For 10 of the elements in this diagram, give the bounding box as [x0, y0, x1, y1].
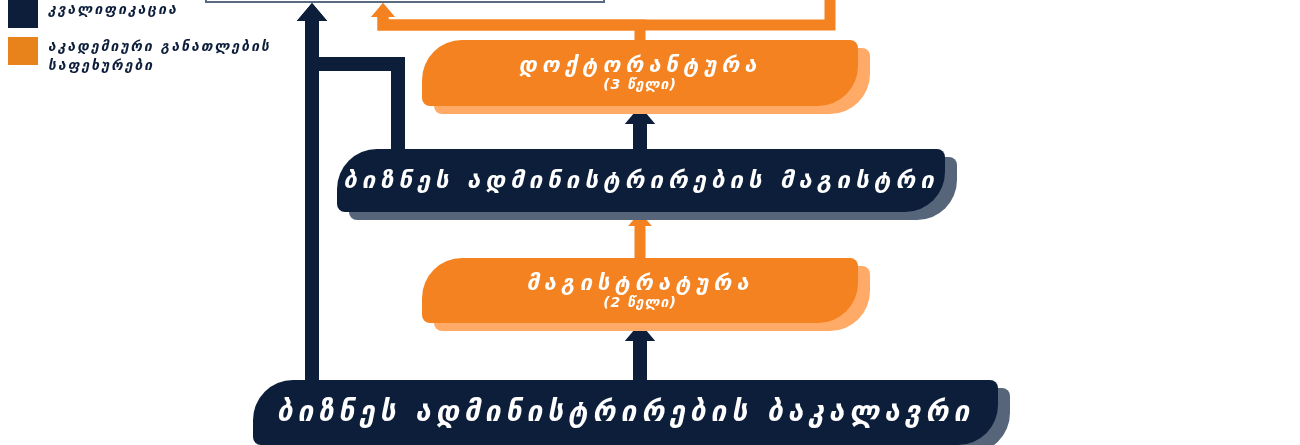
stage-title: მაგისტრატურა: [526, 270, 754, 295]
duration-text: (2 წელი): [603, 294, 677, 311]
stage-title: დოქტორანტურა: [518, 53, 762, 78]
stage-title: ბიზნეს ადმინისტრირების მაგისტრი: [343, 167, 939, 194]
stage-title: ბიზნეს ადმინისტრირების ბაკალავრი: [276, 397, 975, 428]
duration-text: (3 წელი): [603, 77, 677, 93]
arrow: [370, 0, 836, 31]
arrow: [296, 3, 405, 149]
legend-label: აკადემიური განათლების საფეხურები: [48, 37, 272, 75]
legend-label: კვალიფიკაცია: [48, 0, 179, 19]
